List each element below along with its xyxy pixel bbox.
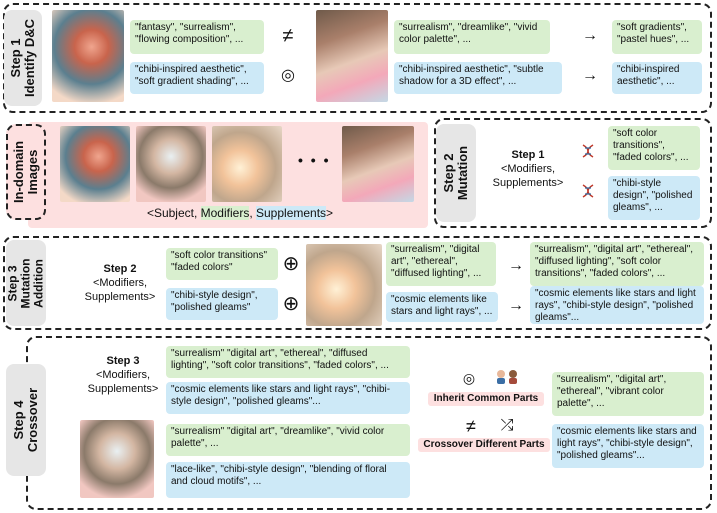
step4-not-equal-icon: ≠ (466, 416, 476, 436)
step4-ref: Step 3 <Modifiers, Supplements> (80, 354, 166, 396)
step4-out-green: "surrealism", "digital art", "ethereal",… (552, 372, 704, 416)
step2-ref-title: Step 1 (511, 149, 545, 161)
step3-box-in-green: "soft color transitions" "faded colors" (166, 248, 278, 280)
dna-icon (580, 184, 596, 200)
step1-not-equal-icon: ≠ (282, 25, 294, 47)
dna-icon-svg (582, 144, 594, 158)
step1-box-mid-blue: "chibi-inspired aesthetic", "subtle shad… (394, 62, 562, 94)
step3-plus-icon-bottom: ⊕ (282, 293, 300, 315)
step4-box1-blue: "cosmic elements like stars and light ra… (166, 382, 410, 414)
step2-box-green: "soft color transitions", "faded colors"… (608, 126, 700, 170)
step1-arrow-top: → (582, 27, 598, 44)
step4-out-blue: "cosmic elements like stars and light ra… (552, 424, 704, 468)
step2-box-blue: "chibi-style design", "polished gleams",… (608, 176, 700, 220)
step2-label-text: Step 2 Mutation (441, 145, 470, 201)
caption-separator: , (249, 206, 256, 220)
step2-ref-line3: Supplements> (492, 177, 564, 189)
step1-box-left-blue: "chibi-inspired aesthetic", "soft gradie… (130, 62, 264, 94)
inherit-common-label: Inherit Common Parts (428, 392, 544, 406)
caption-modifiers: Modifiers (200, 206, 250, 220)
dna-icon-svg-2 (582, 184, 594, 198)
step1-box-right-green: "soft gradients", "pastel hues", ... (612, 20, 702, 54)
indomain-label-text: In-domain Images (11, 140, 41, 204)
step4-box2-blue: "lace-like", "chibi-style design", "blen… (166, 462, 410, 498)
people-icon-svg (497, 370, 517, 384)
step3-arrow-top: → (508, 257, 524, 274)
step4-label-text: Step 4 Crossover (11, 387, 40, 453)
step3-ref-line2: <Modifiers, (92, 277, 148, 289)
step3-label: Step 3 Mutation Addition (6, 240, 46, 326)
step3-box-in-blue: "chibi-style design", "polished gleams" (166, 288, 278, 320)
step2-panel (434, 118, 712, 228)
step3-plus-icon-top: ⊕ (282, 253, 300, 275)
step4-image (80, 420, 154, 498)
step4-shuffle-icon: ⤮ (500, 417, 514, 434)
crossover-different-label: Crossover Different Parts (418, 438, 550, 452)
step1-overlap-icon: ◎ (281, 67, 295, 84)
step4-ref-line3: Supplements> (87, 383, 159, 395)
step3-ref-line3: Supplements> (84, 291, 156, 303)
step3-image (306, 244, 382, 326)
step3-box-mid-blue: "cosmic elements like stars and light ra… (386, 292, 498, 322)
caption-prefix: <Subject, (146, 206, 201, 220)
step4-label: Step 4 Crossover (6, 364, 46, 476)
step3-panel (3, 236, 712, 330)
step1-box-left-green: "fantasy", "surrealism", "flowing compos… (130, 20, 264, 54)
indomain-image-4 (342, 126, 414, 202)
step1-image-left (52, 10, 124, 102)
step4-box1-green: "surrealism" "digital art", "ethereal", … (166, 346, 410, 378)
step4-ref-line2: <Modifiers, (95, 369, 151, 381)
step4-overlap-icon: ◎ (462, 370, 476, 386)
step3-box-mid-green: "surrealism", "digital art", "ethereal",… (386, 242, 496, 286)
step1-box-mid-green: "surrealism", "dreamlike", "vivid color … (394, 20, 550, 54)
indomain-image-1 (60, 126, 130, 202)
step1-arrow-bottom: → (582, 67, 598, 84)
dna-icon (580, 144, 596, 160)
indomain-ellipsis: • • • (298, 152, 331, 168)
step3-ref: Step 2 <Modifiers, Supplements> (76, 262, 164, 304)
step3-box-out-green: "surrealism", "digital art", "ethereal",… (530, 242, 704, 286)
step2-label: Step 2 Mutation (436, 124, 476, 222)
step2-ref: Step 1 <Modifiers, Supplements> (486, 148, 570, 190)
step1-box-right-blue: "chibi-inspired aesthetic", ... (612, 62, 702, 94)
step3-box-out-blue: "cosmic elements like stars and light ra… (530, 286, 704, 324)
caption-suffix: > (326, 206, 334, 220)
step4-people-icon (492, 368, 522, 384)
step4-box2-green: "surrealism" "digital art", "dreamlike",… (166, 424, 410, 456)
caption-supplements: Supplements (256, 206, 327, 220)
indomain-caption: <Subject, Modifiers, Supplements> (60, 205, 420, 221)
step4-ref-title: Step 3 (106, 355, 140, 367)
step2-ref-line2: <Modifiers, (500, 163, 556, 175)
step3-arrow-bottom: → (508, 297, 524, 314)
indomain-label: In-domain Images (6, 124, 46, 220)
indomain-image-2 (136, 126, 206, 202)
step3-label-text: Step 3 Mutation Addition (5, 258, 46, 308)
step1-image-mid (316, 10, 388, 102)
indomain-image-3 (212, 126, 282, 202)
step1-label: Step 1 Identify D&C (4, 10, 42, 106)
step3-ref-title: Step 2 (103, 263, 137, 275)
step1-label-text: Step 1 Identify D&C (8, 19, 37, 97)
